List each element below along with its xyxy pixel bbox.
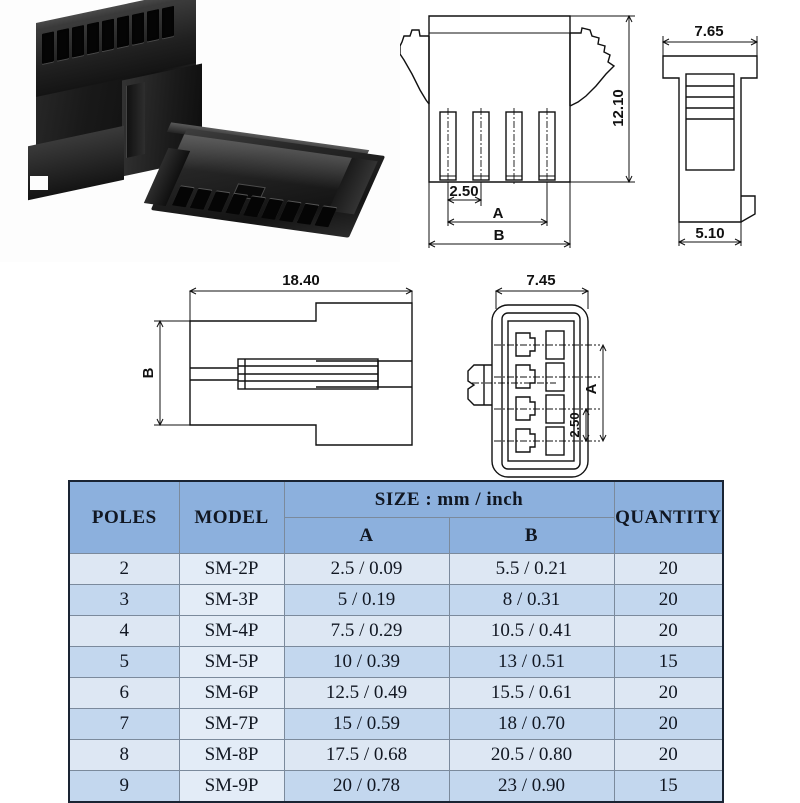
cell-quantity: 20 bbox=[613, 584, 724, 616]
cell-poles: 9 bbox=[68, 770, 180, 803]
top-view-drawing: 18.40 B bbox=[140, 265, 450, 480]
top-view-svg: 18.40 B bbox=[140, 272, 414, 446]
header-size: SIZE : mm / inch bbox=[283, 480, 615, 518]
cell-size-a: 2.5 / 0.09 bbox=[283, 553, 450, 585]
dim-a-end: A bbox=[583, 383, 600, 394]
cell-quantity: 20 bbox=[613, 553, 724, 585]
cell-model: SM-6P bbox=[178, 677, 285, 709]
table-header: POLES MODEL SIZE : mm / inch QUANTITY A … bbox=[68, 480, 724, 554]
end-view-svg: 7.45 A 2.50 bbox=[467, 272, 607, 478]
cell-model: SM-5P bbox=[178, 646, 285, 678]
cell-poles: 3 bbox=[68, 584, 180, 616]
cell-poles: 7 bbox=[68, 708, 180, 740]
dim-7-65: 7.65 bbox=[694, 23, 723, 40]
header-poles: POLES bbox=[68, 480, 180, 554]
header-size-b: B bbox=[448, 517, 615, 554]
side-view-drawing: 7.65 5.10 bbox=[645, 0, 800, 262]
cell-model: SM-2P bbox=[178, 553, 285, 585]
front-view-svg: 12.10 2.50 A B bbox=[400, 14, 635, 248]
table-header-row-2: A B bbox=[69, 517, 723, 554]
cell-poles: 6 bbox=[68, 677, 180, 709]
dim-b-top: B bbox=[140, 367, 157, 378]
cell-quantity: 20 bbox=[613, 708, 724, 740]
connector-rear-shell-notch bbox=[30, 176, 48, 190]
dim-a: A bbox=[493, 205, 504, 222]
cell-size-b: 8 / 0.31 bbox=[448, 584, 615, 616]
product-photo bbox=[0, 0, 400, 262]
connector-rear-latch-tab bbox=[126, 81, 145, 159]
header-model: MODEL bbox=[178, 480, 285, 554]
side-view-svg: 7.65 5.10 bbox=[661, 23, 759, 246]
specification-table: POLES MODEL SIZE : mm / inch QUANTITY A … bbox=[68, 480, 725, 803]
cell-poles: 2 bbox=[68, 553, 180, 585]
cell-model: SM-4P bbox=[178, 615, 285, 647]
header-quantity: QUANTITY bbox=[613, 480, 724, 554]
cell-size-b: 5.5 / 0.21 bbox=[448, 553, 615, 585]
specification-table-wrapper: POLES MODEL SIZE : mm / inch QUANTITY A … bbox=[68, 480, 725, 803]
cell-poles: 4 bbox=[68, 615, 180, 647]
end-view-drawing: 7.45 A 2.50 bbox=[460, 265, 670, 480]
dim-2-50-end: 2.50 bbox=[567, 412, 582, 437]
cell-size-b: 20.5 / 0.80 bbox=[448, 739, 615, 771]
cell-size-b: 15.5 / 0.61 bbox=[448, 677, 615, 709]
dim-7-45: 7.45 bbox=[526, 272, 555, 289]
cell-model: SM-8P bbox=[178, 739, 285, 771]
dim-2-50: 2.50 bbox=[449, 183, 478, 200]
cell-size-a: 7.5 / 0.29 bbox=[283, 615, 450, 647]
cell-quantity: 15 bbox=[613, 646, 724, 678]
cell-size-b: 23 / 0.90 bbox=[448, 770, 615, 803]
dim-b: B bbox=[494, 227, 505, 244]
dim-5-10: 5.10 bbox=[695, 225, 724, 242]
cell-size-b: 13 / 0.51 bbox=[448, 646, 615, 678]
cell-size-b: 18 / 0.70 bbox=[448, 708, 615, 740]
cell-model: SM-9P bbox=[178, 770, 285, 803]
cell-quantity: 20 bbox=[613, 739, 724, 771]
cell-quantity: 20 bbox=[613, 677, 724, 709]
cell-size-a: 15 / 0.59 bbox=[283, 708, 450, 740]
cell-quantity: 20 bbox=[613, 615, 724, 647]
cell-poles: 8 bbox=[68, 739, 180, 771]
cell-size-a: 10 / 0.39 bbox=[283, 646, 450, 678]
table-header-row-1: POLES MODEL SIZE : mm / inch QUANTITY bbox=[68, 480, 724, 554]
cell-model: SM-7P bbox=[178, 708, 285, 740]
dim-18-40: 18.40 bbox=[282, 272, 320, 289]
dim-12-10: 12.10 bbox=[610, 89, 627, 127]
cell-size-a: 5 / 0.19 bbox=[283, 584, 450, 616]
cell-size-a: 12.5 / 0.49 bbox=[283, 677, 450, 709]
cell-model: SM-3P bbox=[178, 584, 285, 616]
cell-size-a: 17.5 / 0.68 bbox=[283, 739, 450, 771]
header-size-a: A bbox=[283, 517, 450, 554]
cell-quantity: 15 bbox=[613, 770, 724, 803]
cell-size-a: 20 / 0.78 bbox=[283, 770, 450, 803]
front-view-drawing: 12.10 2.50 A B bbox=[400, 0, 650, 262]
cell-poles: 5 bbox=[68, 646, 180, 678]
cell-size-b: 10.5 / 0.41 bbox=[448, 615, 615, 647]
